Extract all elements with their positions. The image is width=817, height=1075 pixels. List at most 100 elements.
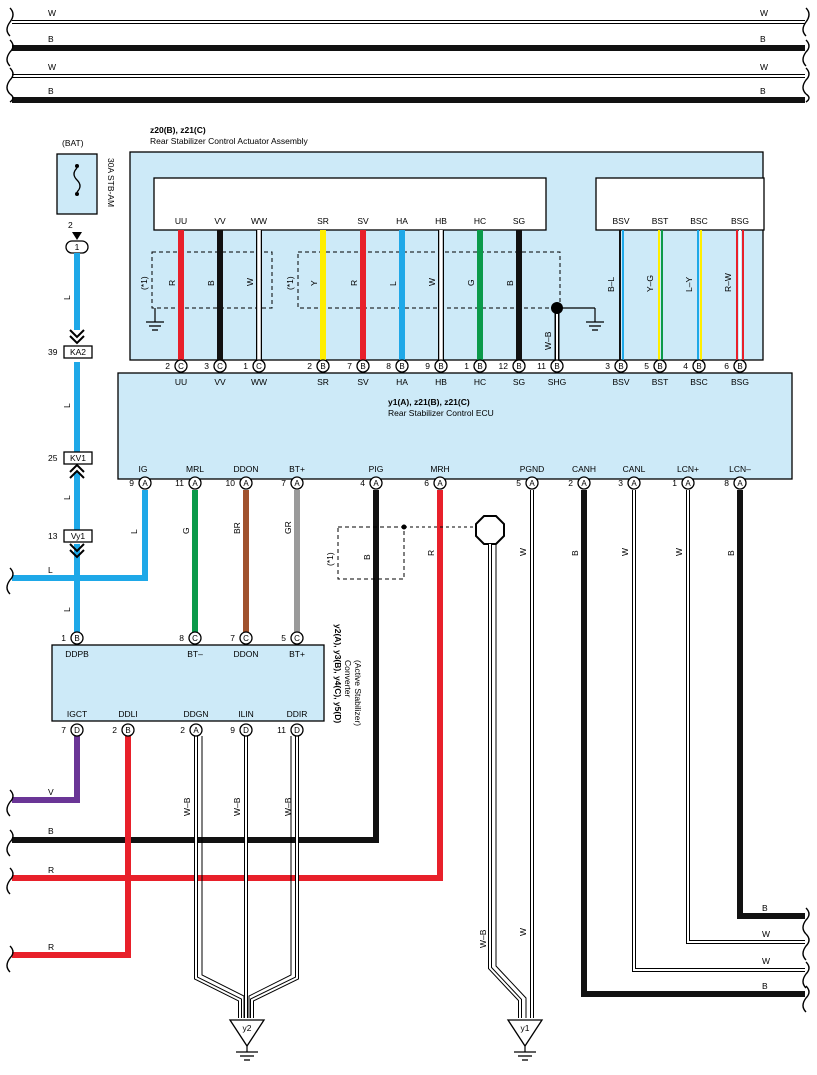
- wire-l-branch-ig: L L: [6, 490, 148, 595]
- pin-num-pig: 4: [360, 478, 365, 488]
- actuator-term-bsg: BSG: [731, 216, 749, 226]
- actuator-wire-label-sv: R: [349, 280, 359, 286]
- ecu-term-mrh: MRH: [430, 464, 449, 474]
- pin-num-hb: 9: [425, 361, 430, 371]
- conv-pin-conn-btplus: C: [294, 634, 300, 643]
- inline-connector-ka2-name: KA2: [70, 347, 86, 357]
- pin-conn-mrh: A: [437, 479, 443, 488]
- ecu-term-shg: SHG: [548, 377, 566, 387]
- pin-conn-sr: B: [320, 362, 325, 371]
- conv-pin-num-ddpb: 1: [61, 633, 66, 643]
- actuator-wire-label-bst: Y–G: [645, 275, 655, 292]
- actuator-wire-label-bsc: L–Y: [684, 277, 694, 292]
- ecu-connectors: y1(A), z21(B), z21(C): [388, 397, 470, 407]
- ecu-term-lcnminus: LCN–: [729, 464, 751, 474]
- ecu-term-canh: CANH: [572, 464, 596, 474]
- ecu-term-ddon: DDON: [233, 464, 258, 474]
- ecu-term-ww: WW: [251, 377, 267, 387]
- pin-conn-uu: C: [178, 362, 184, 371]
- pin-conn-sv: B: [360, 362, 365, 371]
- ecu-term-uu: UU: [175, 377, 187, 387]
- bus-b-1-right-label: B: [760, 34, 766, 44]
- actuator-term-sr: SR: [317, 216, 329, 226]
- actuator-wire-label-bsg: R–W: [723, 273, 733, 292]
- ecu-term-bsv: BSV: [612, 377, 629, 387]
- wire-l-label-4: L: [62, 607, 72, 612]
- actuator-terminal-names: UU VV WW SR SV HA HB HC SG BSV BST BSC B…: [175, 216, 749, 226]
- bus-w-1-right-label: W: [760, 8, 768, 18]
- actuator-wire-label-ha: L: [388, 281, 398, 286]
- pin-num-ig: 9: [129, 478, 134, 488]
- fuse-junction-label: 1: [75, 242, 80, 252]
- wire-label-canh: B: [570, 550, 580, 556]
- pin-conn-lcnminus: A: [737, 479, 743, 488]
- pin-num-lcnplus: 1: [672, 478, 677, 488]
- actuator-wire-label-vv: B: [206, 280, 216, 286]
- ecu-bottom-pins: A A A A A A A A A A A 9 11 10 7 4 6 5 2 …: [129, 476, 747, 490]
- pin-conn-bsv: B: [618, 362, 623, 371]
- actuator-wire-label-hb: W: [427, 278, 437, 286]
- conv-pin-num-ddir: 11: [277, 725, 286, 735]
- right-wire-label-b2: B: [762, 981, 768, 991]
- wire-label-pig: B: [362, 554, 372, 560]
- inline-connector-kv1-pin: 25: [48, 453, 58, 463]
- actuator-term-vv: VV: [214, 216, 226, 226]
- actuator-wire-label-uu: R: [167, 280, 177, 286]
- pin-num-bsg: 6: [724, 361, 729, 371]
- pin-num-sv: 7: [347, 361, 352, 371]
- actuator-term-bst: BST: [652, 216, 669, 226]
- conv-pin-num-btminus: 8: [179, 633, 184, 643]
- top-bus: W W B B W W B B: [6, 7, 810, 103]
- converter-connectors: y2(A), y3(B), y4(C), y5(D): [333, 624, 343, 723]
- ecu-term-sg: SG: [513, 377, 525, 387]
- wire-label-btplus: GR: [283, 521, 293, 534]
- ecu-term-ha: HA: [396, 377, 408, 387]
- pig-shield-note: (*1): [325, 552, 335, 566]
- bus-w-1-left-label: W: [48, 8, 56, 18]
- ecu-term-ig: IG: [139, 464, 148, 474]
- ecu-bottom-wire-labels: G BR GR B R W B W W B B W W B: [181, 521, 770, 991]
- actuator-term-uu: UU: [175, 216, 187, 226]
- pin-num-bsc: 4: [683, 361, 688, 371]
- wire-label-ddir: W–B: [283, 797, 293, 816]
- actuator-wire-label-sg: B: [505, 280, 515, 286]
- pin-conn-pgnd: A: [529, 479, 535, 488]
- conv-pin-conn-ddpb: B: [74, 634, 79, 643]
- right-wire-label-w2: W: [762, 956, 770, 966]
- bus-w-2-left-label: W: [48, 62, 56, 72]
- pin-num-uu: 2: [165, 361, 170, 371]
- converter-bottom-pins: D B A D D 7 2 2 9 11: [61, 723, 304, 737]
- conv-pin-num-ddon: 7: [230, 633, 235, 643]
- pin-conn-mrl: A: [192, 479, 198, 488]
- pin-conn-bsc: B: [696, 362, 701, 371]
- ecu-term-lcnplus: LCN+: [677, 464, 699, 474]
- ecu-term-bsg: BSG: [731, 377, 749, 387]
- pgnd-wb-label: W–B: [478, 929, 488, 948]
- conv-pin-conn-ilin: D: [243, 726, 249, 735]
- pin-conn-shg: B: [554, 362, 559, 371]
- pin-conn-bst: B: [657, 362, 662, 371]
- pin-num-vv: 3: [204, 361, 209, 371]
- actuator-wire-label-sr: Y: [309, 280, 319, 286]
- pin-num-shg: 11: [537, 361, 546, 371]
- pin-num-pgnd: 5: [516, 478, 521, 488]
- actuator-wire-label-ww: W: [245, 278, 255, 286]
- ecu-term-sr: SR: [317, 377, 329, 387]
- pin-num-canh: 2: [568, 478, 573, 488]
- left-wire-label-r1: R: [48, 865, 54, 875]
- conv-pin-conn-ddon: C: [243, 634, 249, 643]
- pin-num-lcnminus: 8: [724, 478, 729, 488]
- fuse-source-label: (BAT): [62, 138, 84, 148]
- pin-conn-canh: A: [581, 479, 587, 488]
- pig-shield: (*1) W–B W: [325, 515, 528, 1018]
- pin-num-bsv: 3: [605, 361, 610, 371]
- fuse-30a-stb-am: (BAT) 30A STB-AM 2 1: [56, 138, 116, 254]
- right-wire-label-w1: W: [762, 929, 770, 939]
- ecu-term-bst: BST: [652, 377, 669, 387]
- actuator-title: Rear Stabilizer Control Actuator Assembl…: [150, 136, 309, 146]
- pin-num-sr: 2: [307, 361, 312, 371]
- actuator-term-hb: HB: [435, 216, 447, 226]
- converter-title-1: Converter: [343, 660, 353, 697]
- ecu-term-pgnd: PGND: [520, 464, 545, 474]
- pin-conn-hc: B: [477, 362, 482, 371]
